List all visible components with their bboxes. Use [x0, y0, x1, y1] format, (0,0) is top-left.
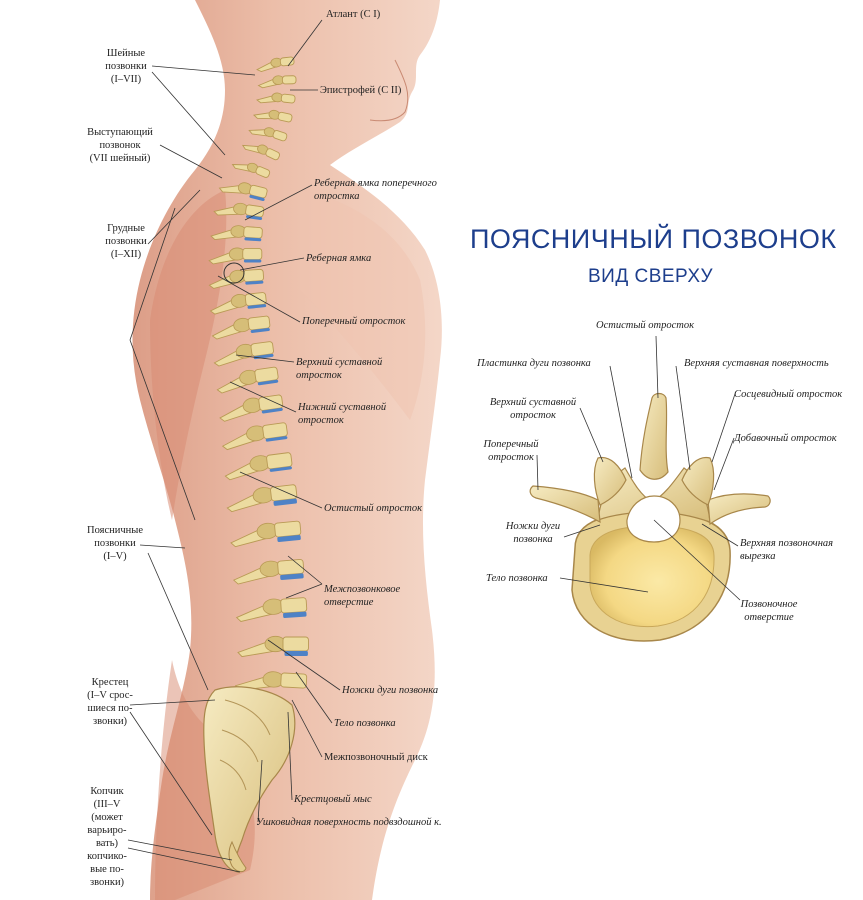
intervertebral-disc-shape [269, 466, 292, 472]
vertebral-body-shape [277, 111, 293, 123]
vertebra [216, 366, 279, 394]
intervertebral-disc-shape [261, 407, 283, 414]
vertebral-body-shape [280, 672, 308, 689]
vertebra [237, 635, 309, 658]
vertebral-body-shape [244, 292, 267, 307]
label-auricular-surface: Ушковидная поверхность подвздошной к. [256, 817, 442, 828]
vertebra [248, 127, 288, 142]
vertebral-body-shape [255, 166, 271, 178]
vertebra [230, 520, 302, 548]
intervertebral-disc-shape [245, 280, 264, 285]
vertebra [234, 671, 308, 691]
vertebra-title: ПОЯСНИЧНЫЙ ПОЗВОНОК [470, 224, 837, 254]
vertebra [224, 452, 293, 481]
vertebra [209, 292, 267, 315]
vertebral-body-shape [277, 559, 305, 576]
vertebra [257, 75, 297, 89]
vertebral-body-shape [279, 56, 295, 67]
label-v-mammillary: Сосцевидный отросток [734, 389, 843, 400]
vertebra [211, 315, 271, 340]
intervertebral-disc-shape [283, 611, 307, 618]
intervertebral-disc-shape [249, 194, 265, 201]
intervertebral-disc-shape [257, 379, 279, 386]
label-v-sup-articular-surface: Верхняя суставная поверхность [684, 358, 829, 369]
intervertebral-disc-shape [280, 573, 304, 580]
label-axis: Эпистрофей (C II) [320, 85, 402, 96]
vertebra-subtitle: ВИД СВЕРХУ [588, 266, 714, 287]
label-spinous-process: Остистый отросток [324, 503, 423, 514]
vertebral-body-shape [243, 268, 264, 283]
vertebral-body-shape [243, 226, 263, 239]
intervertebral-disc-shape [284, 651, 308, 656]
vertebra [235, 597, 308, 622]
label-transverse-process: Поперечный отросток [302, 316, 406, 327]
vertebral-body-shape [274, 520, 302, 538]
label-costal-fovea: Реберная ямка [306, 253, 372, 264]
vertebra [256, 92, 296, 104]
intervertebral-disc-shape [250, 328, 270, 333]
label-pedicles: Ножки дуги позвонка [342, 685, 439, 696]
leader-lines-right [536, 335, 741, 601]
label-vertebral-body: Тело позвонка [334, 718, 396, 729]
label-sacrum: Крестец(I–V срос-шиеся по-звонки) [87, 677, 133, 727]
vertebral-body-shape [280, 93, 296, 104]
label-intervertebral-disc: Межпозвоночный диск [324, 752, 428, 763]
vertebral-body-shape [282, 636, 309, 652]
vertebra [213, 341, 274, 367]
vertebra [226, 484, 298, 513]
intervertebral-disc-shape [244, 237, 262, 242]
label-v-accessory: Добавочный отросток [734, 433, 837, 444]
vertebral-body-shape [272, 130, 288, 142]
label-v-lamina: Пластинка дуги позвонка [477, 358, 591, 369]
intervertebral-disc-shape [277, 535, 301, 542]
label-v-spinous: Остистый отросток [596, 320, 695, 331]
vertebral-body-shape [245, 204, 265, 218]
vertebra [213, 202, 265, 221]
vertebra [210, 225, 263, 242]
costal-fovea-marker [223, 262, 245, 284]
leader-lines-left [127, 19, 341, 873]
vertebra [231, 162, 271, 178]
intervertebral-disc-shape [273, 498, 297, 506]
vertebra [256, 56, 295, 73]
vertebra [232, 559, 305, 585]
vertebral-body-shape [280, 597, 308, 614]
vertebral-body-shape [242, 248, 263, 260]
vertebral-body-shape [265, 148, 281, 161]
sacrum [203, 686, 296, 873]
vertebral-body-shape [247, 315, 271, 331]
vertebra [219, 394, 284, 422]
label-atlas: Атлант (C I) [326, 9, 381, 20]
vertebra [208, 247, 263, 265]
vertebra [221, 422, 288, 451]
intervertebral-disc-shape [243, 259, 262, 263]
vertebra [252, 109, 293, 123]
vertebra [218, 182, 268, 201]
label-v-body: Тело позвонка [486, 573, 548, 584]
vertebral-body-shape [281, 75, 297, 85]
intervertebral-disc-shape [247, 304, 267, 309]
vertebra [241, 144, 281, 161]
vertebral-body-shape [250, 341, 274, 357]
intervertebral-disc-shape [246, 215, 263, 221]
intervertebral-disc-shape [265, 436, 288, 442]
label-promontory: Крестцовый мыс [294, 794, 372, 805]
